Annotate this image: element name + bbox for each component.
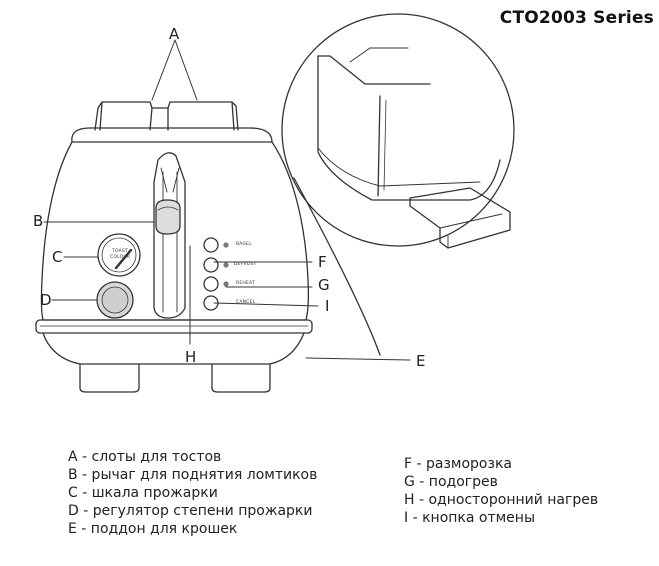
- bagel-button: [203, 237, 219, 253]
- legend-item-d: D - регулятор степени прожарки: [68, 503, 313, 519]
- legend-item-a: A - слоты для тостов: [68, 449, 222, 465]
- legend-item-e: E - поддон для крошек: [68, 521, 238, 537]
- toaster-top-rim: [71, 127, 273, 143]
- legend-item-b: B - рычаг для поднятия ломтиков: [68, 467, 318, 483]
- reheat-label: REHEAT: [236, 281, 255, 286]
- leader-e: [305, 357, 411, 361]
- series-title: CTO2003 Series: [499, 8, 654, 28]
- cancel-label: CANCEL: [236, 300, 256, 305]
- bagel-label: BAGEL: [236, 242, 252, 247]
- defrost-label: DEFROST: [234, 262, 257, 267]
- callout-c: C: [52, 248, 63, 266]
- defrost-button: [203, 257, 219, 273]
- defrost-indicator: [223, 262, 229, 268]
- bagel-indicator: [223, 242, 229, 248]
- callout-e: E: [416, 352, 426, 370]
- toast-slots: [94, 101, 239, 131]
- leader-i: [213, 302, 319, 307]
- lever-knob: [155, 199, 181, 235]
- dial-label-line1: TOAST: [112, 249, 128, 254]
- callout-f: F: [318, 253, 327, 271]
- dial-label-line2: COLOUR: [110, 255, 131, 260]
- callout-g: G: [318, 276, 330, 294]
- toaster-base-band: [35, 319, 313, 334]
- reheat-indicator: [223, 281, 229, 287]
- reheat-button: [203, 276, 219, 292]
- legend-item-h: H - односторонний нагрев: [404, 492, 599, 508]
- toaster-foot-right: [211, 363, 271, 393]
- legend-left: A - слоты для тостов B - рычаг для подня…: [68, 448, 317, 538]
- detail-zoom-circle: [281, 13, 515, 247]
- callout-b: B: [33, 212, 44, 230]
- lever-slot: [153, 152, 186, 319]
- legend-item-g: G - подогрев: [404, 474, 498, 490]
- leader-a: [151, 39, 198, 101]
- detail-crumb-tray: [409, 187, 511, 249]
- detail-toaster-corner: [317, 55, 501, 201]
- callout-h: H: [185, 348, 197, 366]
- toaster-foot-left: [79, 363, 140, 393]
- callout-a: A: [169, 25, 180, 43]
- callout-d: D: [40, 291, 52, 309]
- toaster-lower-body: [42, 332, 305, 365]
- legend-item-i: I - кнопка отмены: [404, 510, 535, 526]
- callout-i: I: [325, 297, 330, 315]
- legend-right: F - разморозка G - подогрев H - одностор…: [404, 455, 598, 527]
- legend-item-c: C - шкала прожарки: [68, 485, 218, 501]
- legend-item-f: F - разморозка: [404, 456, 512, 472]
- toast-colour-dial: [97, 233, 141, 277]
